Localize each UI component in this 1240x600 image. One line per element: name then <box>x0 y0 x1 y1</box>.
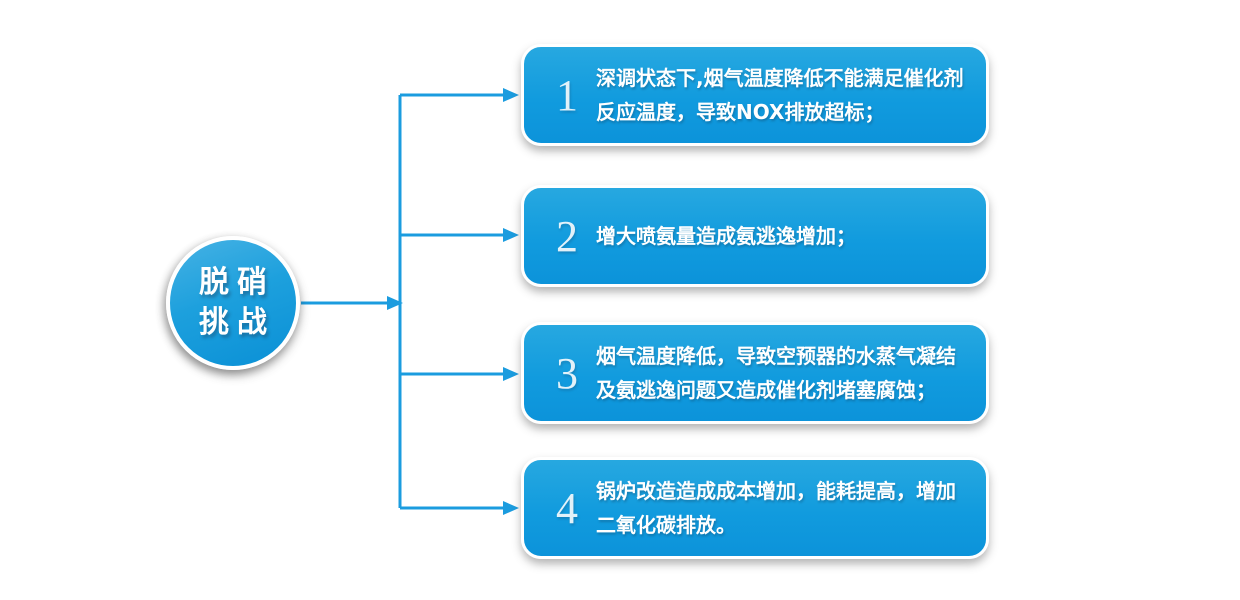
branch-arrowhead-4 <box>503 501 519 515</box>
item-text-line: 烟气温度降低，导致空预器的水蒸气凝结 <box>596 344 956 368</box>
item-text-line: 及氨逃逸问题又造成催化剂堵塞腐蚀； <box>596 378 936 402</box>
circle-label-line2: 挑战 <box>199 305 275 340</box>
item-text: 烟气温度降低，导致空预器的水蒸气凝结 及氨逃逸问题又造成催化剂堵塞腐蚀； <box>596 339 982 407</box>
challenge-item-4: 4 锅炉改造造成成本增加，能耗提高，增加 二氧化碳排放。 <box>521 457 989 559</box>
item-number: 1 <box>556 70 578 120</box>
item-number: 4 <box>556 483 578 533</box>
item-text: 深调状态下,烟气温度降低不能满足催化剂 反应温度，导致NOX排放超标； <box>596 61 982 129</box>
item-number: 2 <box>556 211 578 261</box>
item-text-line: 锅炉改造造成成本增加，能耗提高，增加 <box>596 479 956 503</box>
item-text-line: 增大喷氨量造成氨逃逸增加； <box>596 224 856 248</box>
challenge-item-3: 3 烟气温度降低，导致空预器的水蒸气凝结 及氨逃逸问题又造成催化剂堵塞腐蚀； <box>521 322 989 424</box>
item-text-line: 反应温度，导致NOX排放超标； <box>596 100 885 124</box>
challenge-item-1: 1 深调状态下,烟气温度降低不能满足催化剂 反应温度，导致NOX排放超标； <box>521 44 989 146</box>
item-text: 锅炉改造造成成本增加，能耗提高，增加 二氧化碳排放。 <box>596 474 982 542</box>
item-text-line: 二氧化碳排放。 <box>596 513 736 537</box>
challenge-circle: 脱硝 挑战 <box>166 236 300 370</box>
challenge-item-2: 2 增大喷氨量造成氨逃逸增加； <box>521 185 989 287</box>
branch-arrowhead-3 <box>503 367 519 381</box>
item-number: 3 <box>556 348 578 398</box>
branch-arrowhead-1 <box>503 88 519 102</box>
branch-arrowhead-2 <box>503 228 519 242</box>
item-text-line: 深调状态下,烟气温度降低不能满足催化剂 <box>596 66 964 90</box>
item-text: 增大喷氨量造成氨逃逸增加； <box>596 219 982 253</box>
trunk-arrowhead <box>387 296 403 310</box>
circle-label-line1: 脱硝 <box>199 265 275 300</box>
